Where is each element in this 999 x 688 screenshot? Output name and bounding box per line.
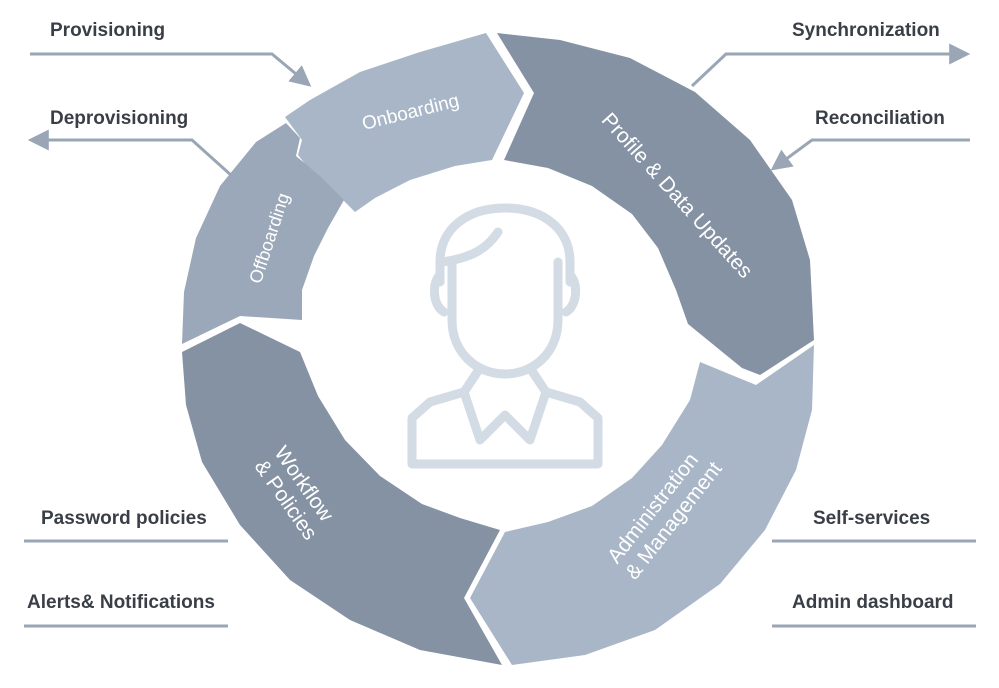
provisioning-arrow xyxy=(30,52,312,87)
label-password-policies: Password policies xyxy=(41,508,207,529)
segment-onboarding xyxy=(285,33,524,212)
segment-profile xyxy=(497,33,814,375)
label-provisioning: Provisioning xyxy=(50,20,166,41)
segment-administration xyxy=(470,345,814,665)
segment-offboarding xyxy=(182,123,344,344)
label-reconciliation: Reconciliation xyxy=(815,108,945,129)
label-alerts-notifications: Alerts& Notifications xyxy=(27,592,215,613)
label-admin-dashboard: Admin dashboard xyxy=(792,592,954,613)
reconciliation-arrow xyxy=(770,138,970,171)
user-avatar-icon xyxy=(407,203,603,469)
deprovisioning-arrow xyxy=(27,129,234,178)
label-self-services: Self-services xyxy=(813,508,931,529)
segment-workflow xyxy=(182,323,502,665)
label-deprovisioning: Deprovisioning xyxy=(50,108,189,129)
synchronization-arrow xyxy=(690,43,971,88)
label-synchronization: Synchronization xyxy=(792,20,940,41)
